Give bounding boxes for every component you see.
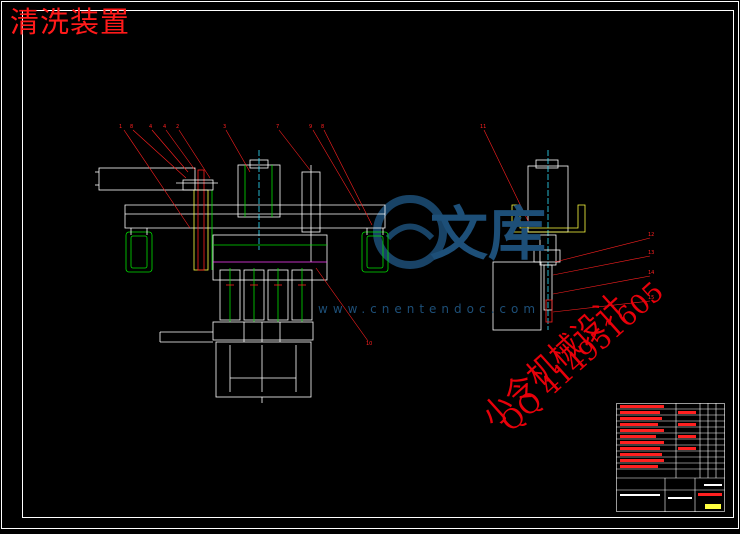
svg-text:15: 15	[648, 295, 654, 301]
svg-text:4: 4	[149, 124, 152, 130]
inner-border	[22, 10, 734, 518]
svg-text:8: 8	[321, 124, 324, 130]
side-view: 11 12 13 14 15	[480, 124, 654, 331]
svg-text:11: 11	[480, 124, 486, 130]
svg-text:8: 8	[130, 124, 133, 130]
svg-text:10: 10	[366, 341, 372, 347]
svg-text:1: 1	[119, 124, 122, 130]
svg-text:12: 12	[648, 232, 654, 238]
front-view: 1 8 4 4 2 3 7 9 8 10	[95, 124, 389, 403]
watermark-logo-text: 文库	[430, 200, 547, 268]
svg-text:13: 13	[648, 250, 654, 256]
watermark-url: www.cnentendoc.com	[318, 302, 541, 316]
svg-text:14: 14	[648, 270, 654, 276]
svg-text:4: 4	[163, 124, 166, 130]
svg-text:2: 2	[176, 124, 179, 130]
drawing-title: 清洗装置	[10, 5, 131, 39]
title-block	[616, 403, 725, 512]
svg-text:7: 7	[276, 124, 279, 130]
svg-text:3: 3	[223, 124, 226, 130]
svg-text:9: 9	[309, 124, 312, 130]
